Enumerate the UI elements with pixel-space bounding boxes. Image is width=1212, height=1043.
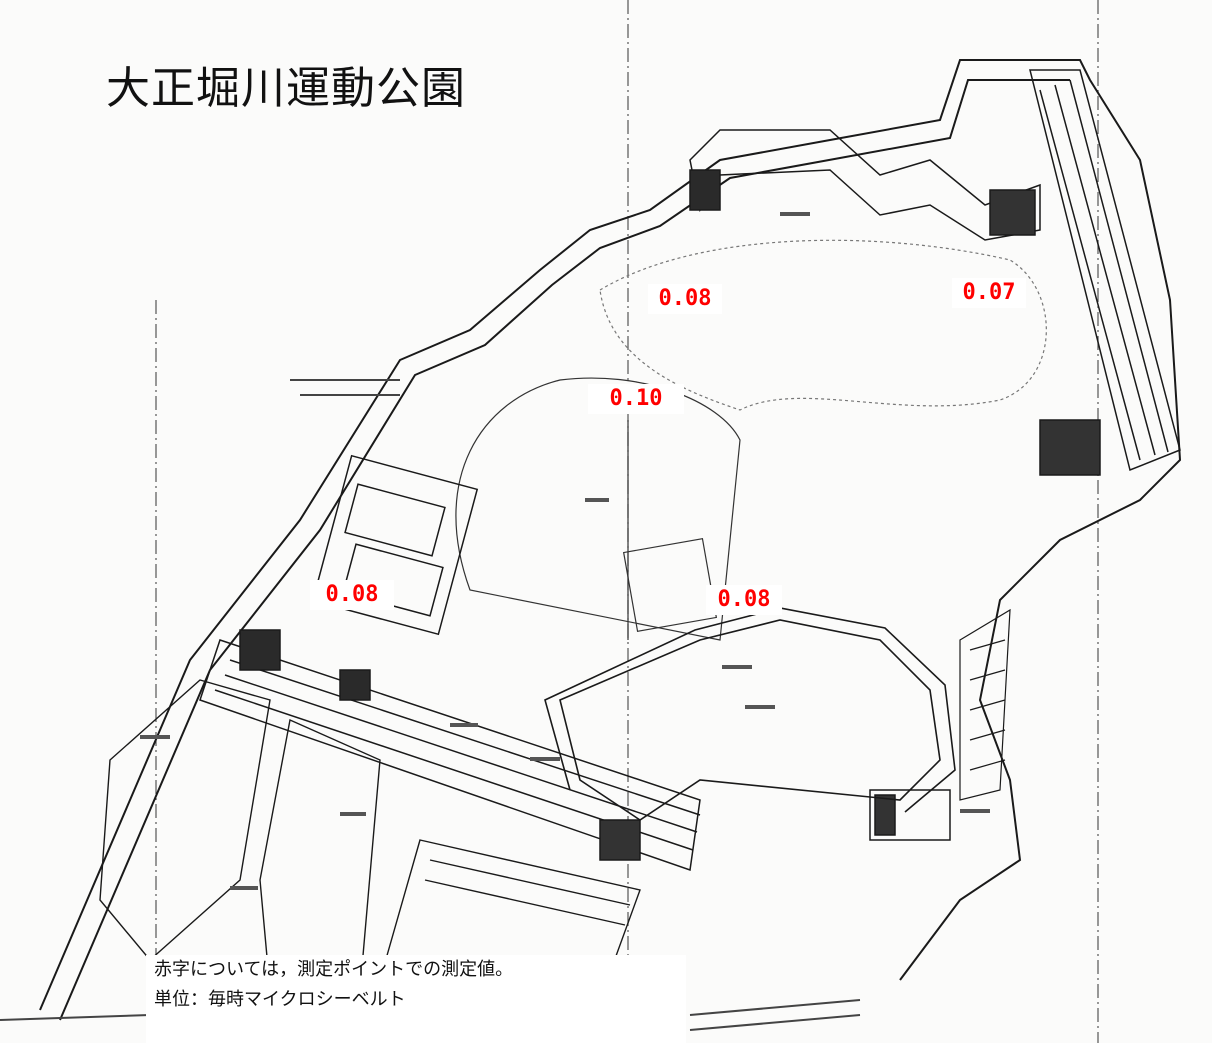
legend-note: 赤字については，測定ポイントでの測定値。 [154,959,514,980]
reading-south-field: 0.08 [706,585,782,615]
legend-unit: 単位：毎時マイクロシーベルト [154,989,406,1010]
legend-box: 赤字については，測定ポイントでの測定値。 単位：毎時マイクロシーベルト [146,955,686,1043]
reading-center-field: 0.10 [588,384,684,414]
reading-west-court: 0.08 [310,580,394,610]
main-structures [199,629,951,872]
upper-promenade [689,69,1181,476]
small-annotations [140,212,990,890]
grid-lines [155,0,1099,1043]
reading-northeast: 0.07 [952,278,1026,308]
baseball-field [455,377,741,641]
page-title: 大正堀川運動公園 [106,63,466,114]
southwest-buildings [99,679,641,1001]
park-boundary [39,59,1182,1021]
south-plaza [544,607,956,821]
reading-north-lawn: 0.08 [648,284,722,314]
east-stands [959,608,1011,801]
roads [0,379,861,1031]
